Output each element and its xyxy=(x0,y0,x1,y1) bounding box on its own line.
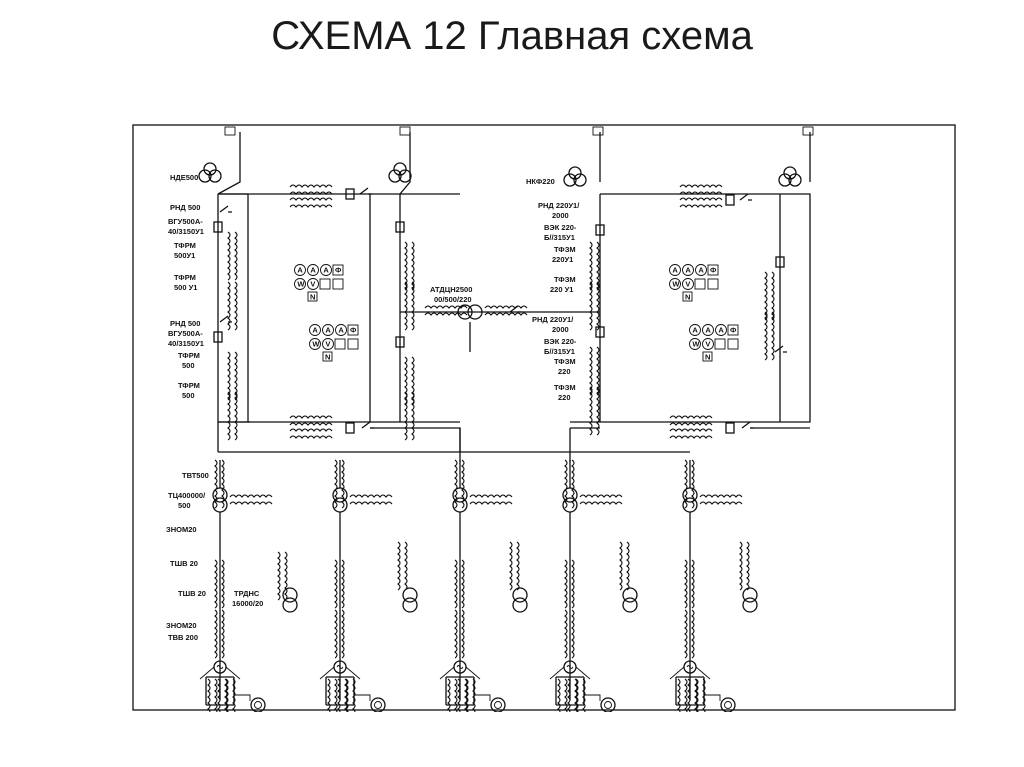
label-tfrm500u1-b1: ТФРМ xyxy=(174,273,196,282)
label-vgu500-a2: 40/3150У1 xyxy=(168,227,204,236)
label-tfzm220u1-b1: ТФЗМ xyxy=(554,275,576,284)
label-tvt500: ТВТ500 xyxy=(182,471,209,480)
label-rnd500-a: РНД 500 xyxy=(170,203,200,212)
label-tfzm220-d1: ТФЗМ xyxy=(554,383,576,392)
label-vek220-b2: Б//315У1 xyxy=(544,347,575,356)
label-tshv20-b: ТШВ 20 xyxy=(178,589,206,598)
label-nkf220: НКФ220 xyxy=(526,177,555,186)
label-rnd220-b2: 2000 xyxy=(552,325,569,334)
label-tfrm500-d2: 500 xyxy=(182,391,195,400)
label-tfzm220u1-a1: ТФЗМ xyxy=(554,245,576,254)
label-tc1: ТЦ400000/ xyxy=(168,491,206,500)
label-vek220-b1: ВЭК 220- xyxy=(544,337,577,346)
label-vgu500-b1: ВГУ500А- xyxy=(168,329,203,338)
label-tfrm500u1-a2: 500У1 xyxy=(174,251,195,260)
label-tfzm220u1-b2: 220 У1 xyxy=(550,285,573,294)
label-tfzm220-c1: ТФЗМ xyxy=(554,357,576,366)
label-atdcn1: АТДЦН2500 xyxy=(430,285,472,294)
label-rnd220-a2: 2000 xyxy=(552,211,569,220)
label-tfrm500u1-b2: 500 У1 xyxy=(174,283,197,292)
label-tfrm500u1-a1: ТФРМ xyxy=(174,241,196,250)
label-trdns1: ТРДНС xyxy=(234,589,260,598)
label-tfrm500-c2: 500 xyxy=(182,361,195,370)
label-tshv20-a: ТШВ 20 xyxy=(170,559,198,568)
label-trdns2: 16000/20 xyxy=(232,599,263,608)
label-rnd220-b1: РНД 220У1/ xyxy=(532,315,574,324)
page-title: СХЕМА 12 Главная схема xyxy=(271,14,753,58)
label-tfrm500-c1: ТФРМ xyxy=(178,351,200,360)
label-tfzm220-d2: 220 xyxy=(558,393,571,402)
label-znom20-a: ЗНОМ20 xyxy=(166,525,197,534)
label-tvv200: ТВВ 200 xyxy=(168,633,198,642)
label-rnd500-b: РНД 500 xyxy=(170,319,200,328)
label-tc2: 500 xyxy=(178,501,191,510)
label-znom20-b: ЗНОМ20 xyxy=(166,621,197,630)
label-vek220-a2: Б//315У1 xyxy=(544,233,575,242)
label-vgu500-a1: ВГУ500А- xyxy=(168,217,203,226)
label-tfzm220-c2: 220 xyxy=(558,367,571,376)
label-vgu500-b2: 40/3150У1 xyxy=(168,339,204,348)
label-tfrm500-d1: ТФРМ xyxy=(178,381,200,390)
main-electrical-scheme: A A A Ф W V N xyxy=(132,124,956,712)
label-rnd220-a1: РНД 220У1/ xyxy=(538,201,580,210)
label-nde500: НДЕ500 xyxy=(170,173,198,182)
label-tfzm220u1-a2: 220У1 xyxy=(552,255,573,264)
label-vek220-a1: ВЭК 220- xyxy=(544,223,577,232)
label-atdcn2: 00/500/220 xyxy=(434,295,472,304)
